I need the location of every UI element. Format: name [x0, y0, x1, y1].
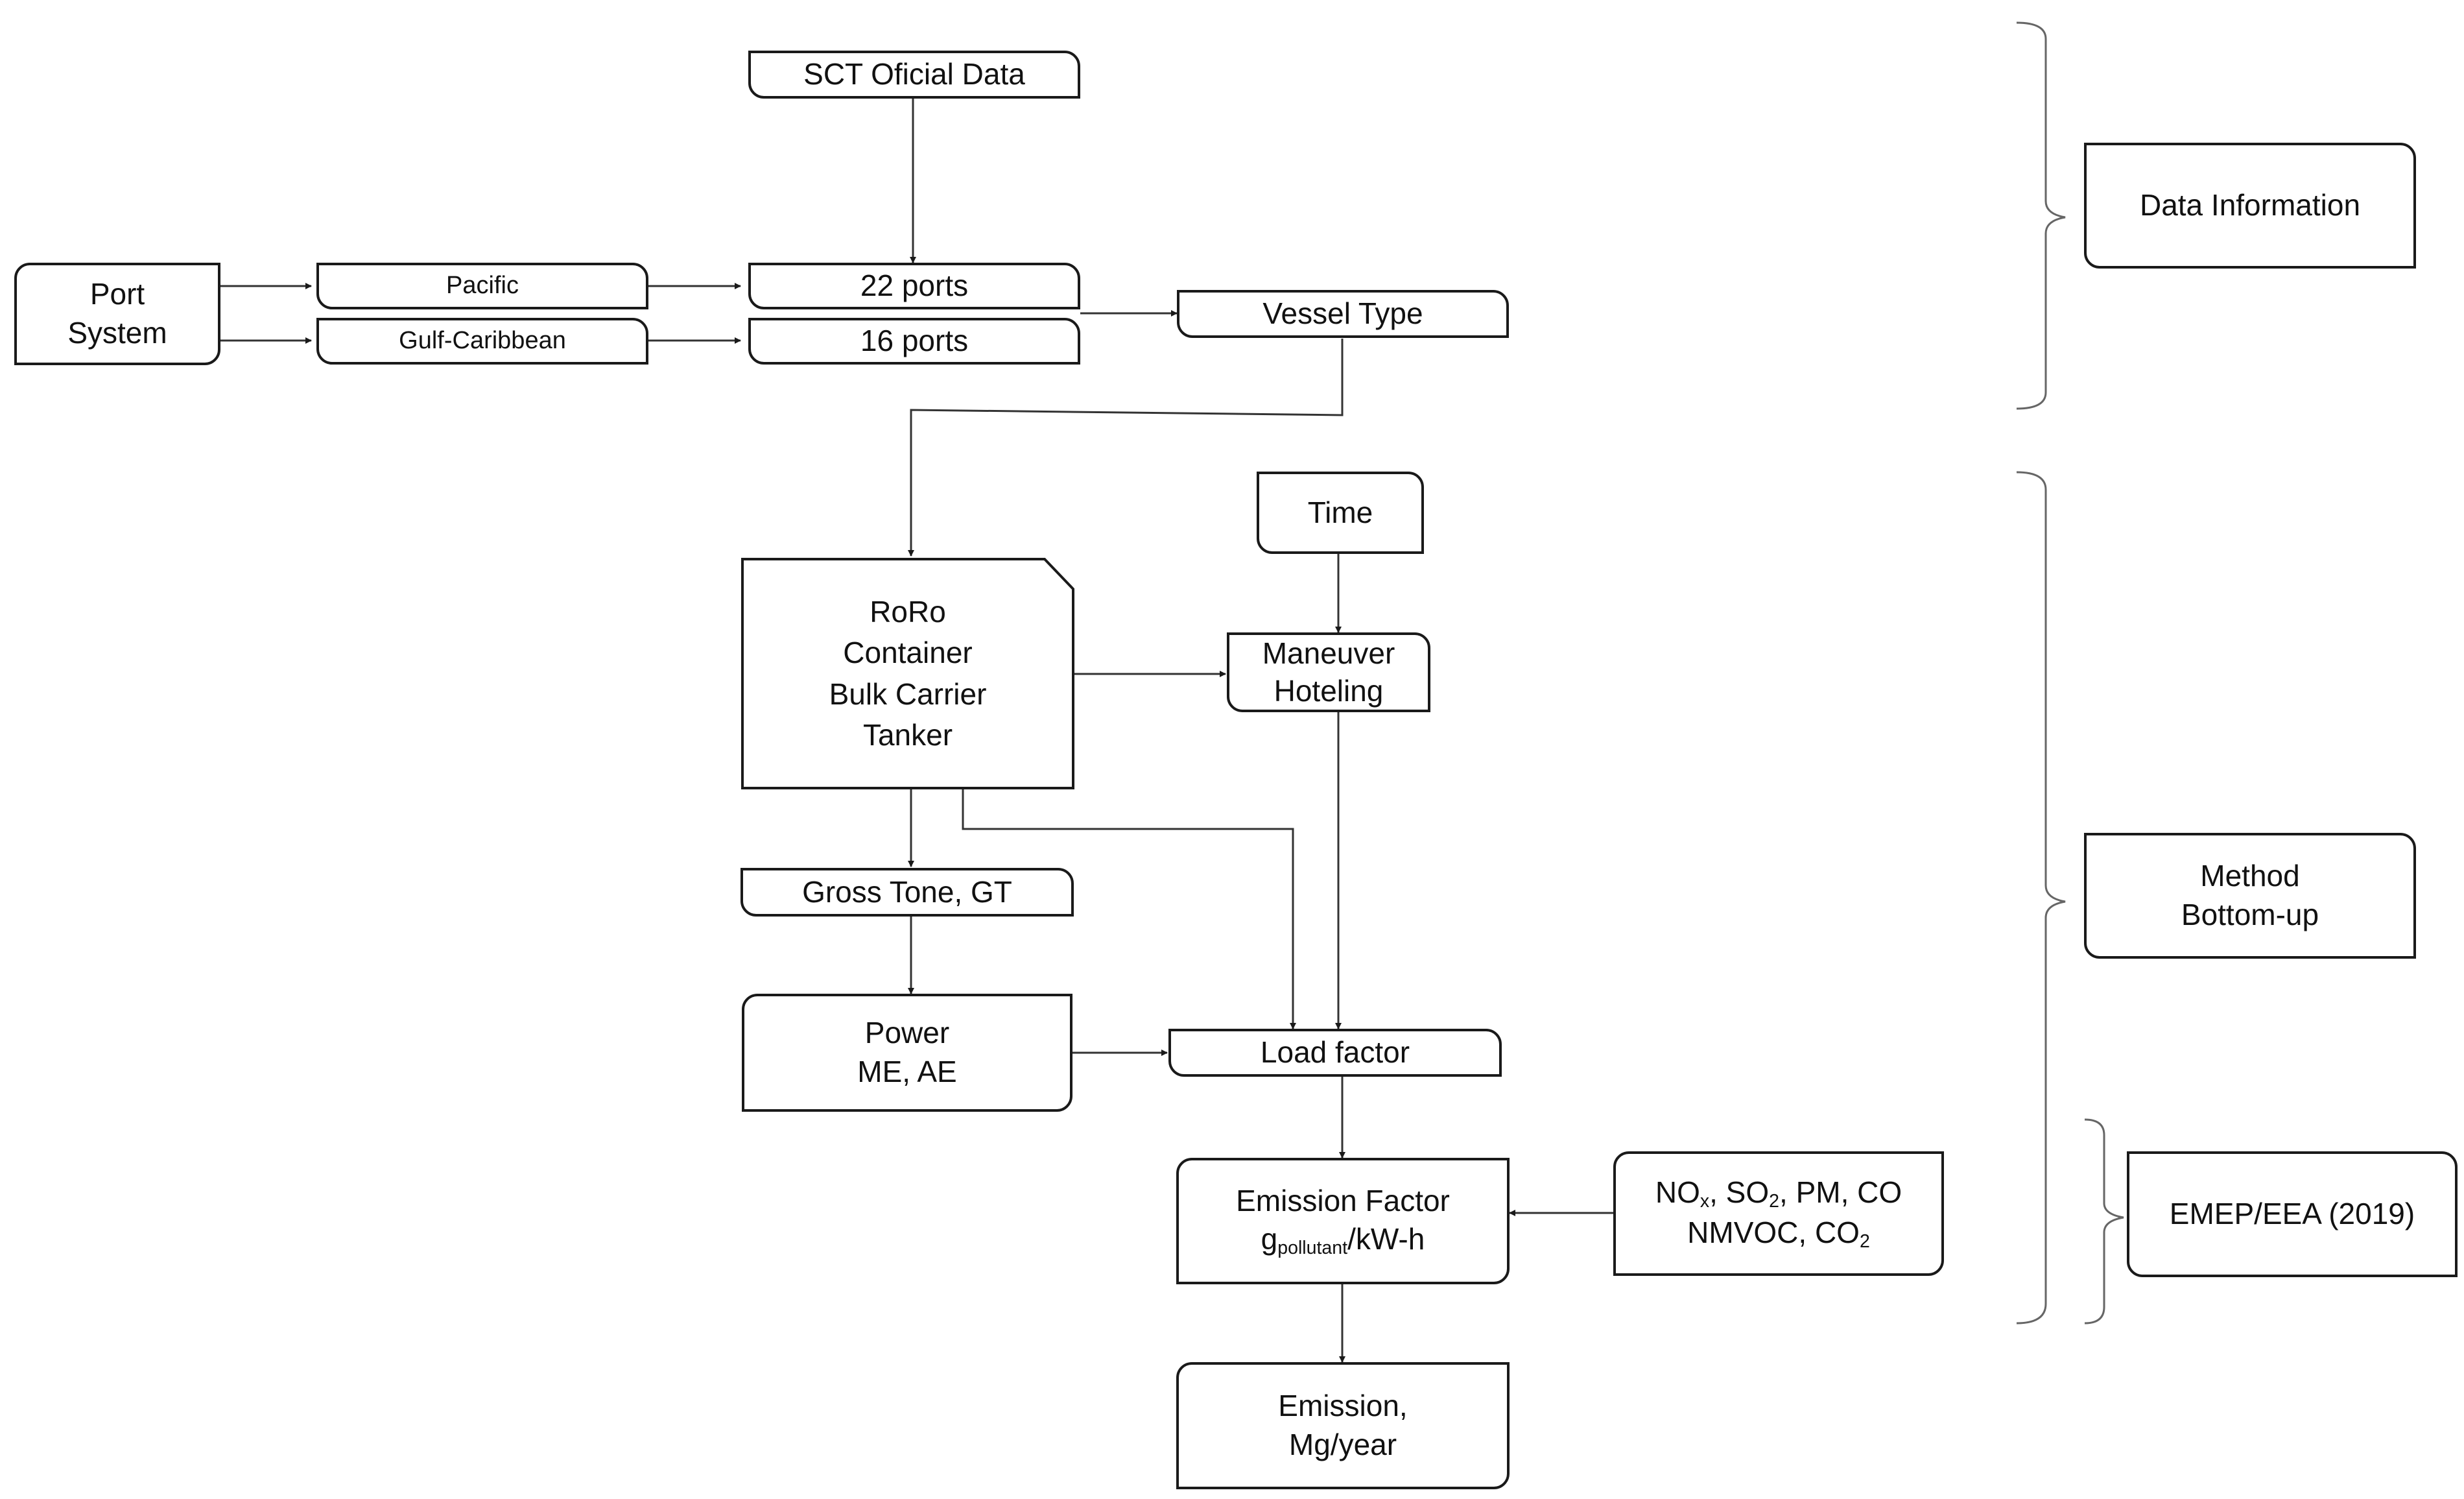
data-information-box: Data Information — [2084, 143, 2416, 269]
maneuver-hoteling-box: Maneuver Hoteling — [1227, 632, 1430, 712]
vessel-type-label: Vessel Type — [1262, 296, 1423, 331]
power-line-2: ME, AE — [857, 1055, 957, 1088]
emission-box: Emission, Mg/year — [1176, 1362, 1510, 1489]
vessel-container: Container — [843, 636, 973, 670]
gross-tone-box: Gross Tone, GT — [740, 868, 1074, 917]
emission-factor-box: Emission Factor gpollutant/kW-h — [1176, 1158, 1510, 1284]
gross-tone-label: Gross Tone, GT — [802, 874, 1012, 909]
pollutants-line-2: NMVOC, CO2 — [1687, 1216, 1870, 1253]
maneuver-label: Maneuver — [1262, 636, 1395, 670]
emission-factor-title: Emission Factor — [1236, 1183, 1450, 1217]
brace-data-information — [2016, 21, 2066, 410]
emep-box: EMEP/EEA (2019) — [2127, 1151, 2458, 1277]
load-factor-box: Load factor — [1168, 1029, 1502, 1077]
arrow-vessel-type-to-list — [908, 339, 1344, 557]
vessel-tanker: Tanker — [862, 717, 953, 752]
data-information-label: Data Information — [2139, 188, 2361, 222]
gulf-caribbean-label: Gulf-Caribbean — [399, 327, 566, 355]
power-line-1: Power — [864, 1016, 950, 1050]
emission-line-1: Emission, — [1278, 1389, 1408, 1423]
ports-16-box: 16 ports — [748, 318, 1080, 365]
ports-16-label: 16 ports — [860, 324, 969, 358]
emep-label: EMEP/EEA (2019) — [2169, 1197, 2415, 1231]
method-line-2: Bottom-up — [2181, 898, 2319, 931]
time-box: Time — [1257, 472, 1424, 554]
gulf-caribbean-box: Gulf-Caribbean — [316, 318, 648, 365]
vessel-list-box: RoRo Container Bulk Carrier Tanker — [741, 558, 1074, 789]
sct-oficial-data-box: SCT Oficial Data — [748, 51, 1080, 99]
sct-oficial-data-label: SCT Oficial Data — [803, 57, 1025, 91]
pollutants-box: NOx, SO2, PM, CO NMVOC, CO2 — [1613, 1151, 1944, 1276]
pacific-box: Pacific — [316, 263, 648, 309]
pacific-label: Pacific — [446, 272, 519, 300]
pollutants-line-1: NOx, SO2, PM, CO — [1655, 1175, 1902, 1212]
emission-factor-unit: gpollutant/kW-h — [1261, 1222, 1425, 1259]
vessel-roro: RoRo — [870, 594, 946, 629]
power-box: Power ME, AE — [742, 994, 1072, 1112]
load-factor-label: Load factor — [1260, 1035, 1410, 1070]
hoteling-label: Hoteling — [1273, 673, 1384, 708]
port-system-box: Port System — [14, 263, 220, 365]
ports-22-label: 22 ports — [860, 269, 969, 303]
time-label: Time — [1307, 495, 1373, 529]
port-system-line-1: Port — [89, 277, 145, 311]
vessel-type-box: Vessel Type — [1177, 290, 1509, 338]
vessel-bulk-carrier: Bulk Carrier — [829, 677, 987, 711]
ports-22-box: 22 ports — [748, 263, 1080, 309]
arrow-vessels-to-load-factor — [962, 789, 1296, 1029]
brace-method — [2016, 471, 2066, 1325]
method-line-1: Method — [2200, 859, 2300, 893]
emission-line-2: Mg/year — [1288, 1428, 1397, 1461]
port-system-line-2: System — [67, 316, 167, 350]
brace-emep — [2084, 1118, 2124, 1325]
method-box: Method Bottom-up — [2084, 833, 2416, 959]
